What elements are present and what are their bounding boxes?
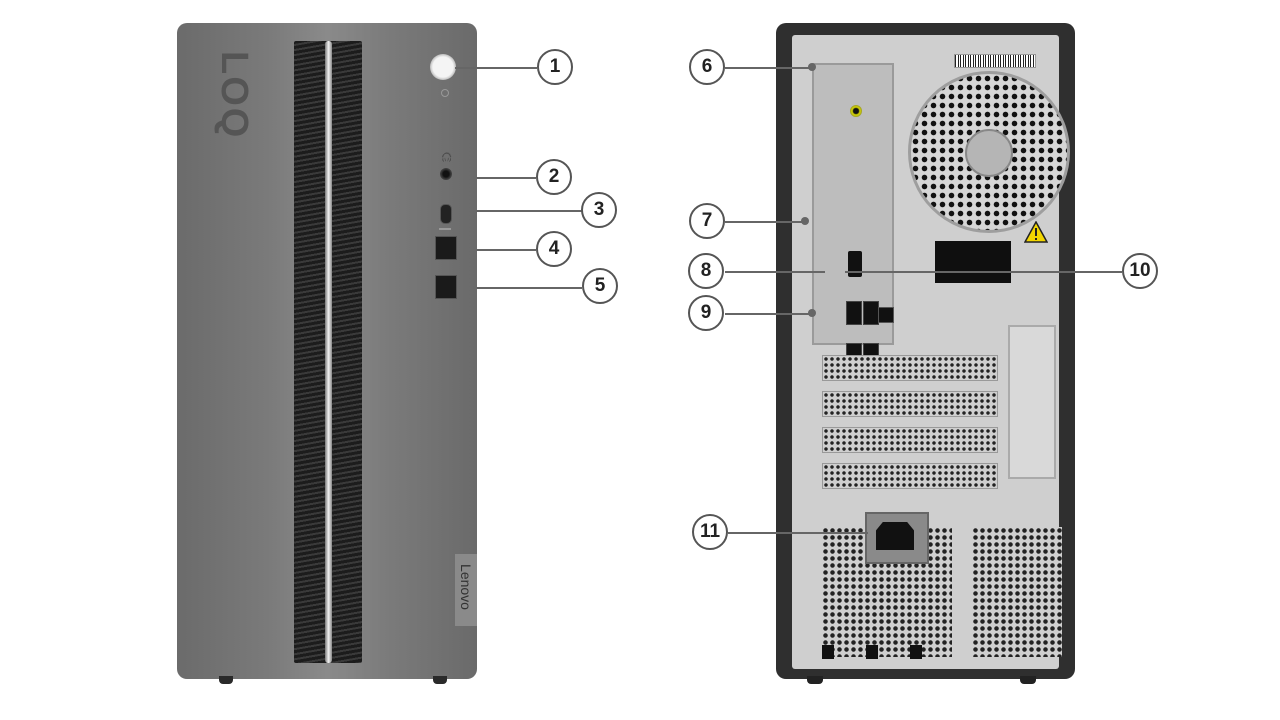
stand-foot (910, 645, 922, 659)
rear-stand (818, 645, 988, 659)
front-foot-left (219, 676, 233, 684)
expansion-slot (822, 391, 998, 417)
rear-usb-port[interactable] (846, 301, 862, 325)
rear-usb-port[interactable] (863, 301, 879, 325)
expansion-slot (822, 427, 998, 453)
front-foot-right (433, 676, 447, 684)
barcode-label (954, 54, 1036, 68)
hdmi-port[interactable] (848, 251, 862, 277)
io-shield (812, 63, 894, 367)
callout-7: 7 (689, 203, 725, 239)
power-led-icon (441, 89, 449, 97)
fan-hub (965, 129, 1013, 177)
power-supply-slot-cover (935, 241, 1011, 283)
audio-jack[interactable] (440, 168, 452, 180)
power-socket[interactable] (865, 512, 929, 564)
leader-line-1 (455, 67, 537, 69)
callout-1: 1 (537, 49, 573, 85)
leader-dot-9 (808, 309, 816, 317)
leader-line-6 (725, 67, 813, 69)
leader-dot-6 (808, 63, 816, 71)
leader-line-2 (476, 177, 536, 179)
ethernet-port[interactable] (878, 307, 894, 323)
grille-light-bar (325, 41, 332, 663)
lenovo-badge: Lenovo (455, 554, 477, 626)
warning-triangle-icon (1024, 221, 1048, 243)
callout-8: 8 (688, 253, 724, 289)
callout-5: 5 (582, 268, 618, 304)
rear-audio-jack[interactable] (850, 105, 862, 117)
leader-line-8 (725, 271, 825, 273)
power-button-icon[interactable] (430, 54, 456, 80)
rear-foot-left (807, 676, 823, 684)
expansion-slot (822, 463, 998, 489)
callout-4: 4 (536, 231, 572, 267)
expansion-slot (822, 355, 998, 381)
card-bracket (1008, 325, 1056, 479)
expansion-slots (822, 355, 998, 489)
usb-a-port-1[interactable] (435, 236, 457, 260)
stand-foot (866, 645, 878, 659)
callout-11: 11 (692, 514, 728, 550)
leader-line-4 (476, 249, 536, 251)
callout-2: 2 (536, 159, 572, 195)
callout-10: 10 (1122, 253, 1158, 289)
leader-line-11 (728, 532, 868, 534)
callout-6: 6 (689, 49, 725, 85)
leader-line-7 (725, 221, 805, 223)
stand-foot (822, 645, 834, 659)
power-supply-vent (822, 527, 1062, 657)
usb-c-label (439, 228, 451, 230)
rear-usb-pair-upper (846, 301, 880, 325)
callout-3: 3 (581, 192, 617, 228)
leader-line-3 (476, 210, 582, 212)
power-socket-inlet (876, 522, 914, 550)
leader-line-5 (476, 287, 582, 289)
leader-line-10 (845, 271, 1122, 273)
headset-icon: 🎧 (441, 152, 453, 162)
front-tower: LOQ 🎧 Lenovo (177, 23, 477, 679)
lenovo-badge-text: Lenovo (458, 564, 474, 610)
usb-a-port-2[interactable] (435, 275, 457, 299)
rear-foot-right (1020, 676, 1036, 684)
callout-9: 9 (688, 295, 724, 331)
leader-line-9 (725, 313, 813, 315)
leader-dot-7 (801, 217, 809, 225)
loq-logo: LOQ (213, 51, 255, 140)
usb-c-port[interactable] (440, 204, 452, 224)
psu-vent-right (972, 527, 1062, 657)
